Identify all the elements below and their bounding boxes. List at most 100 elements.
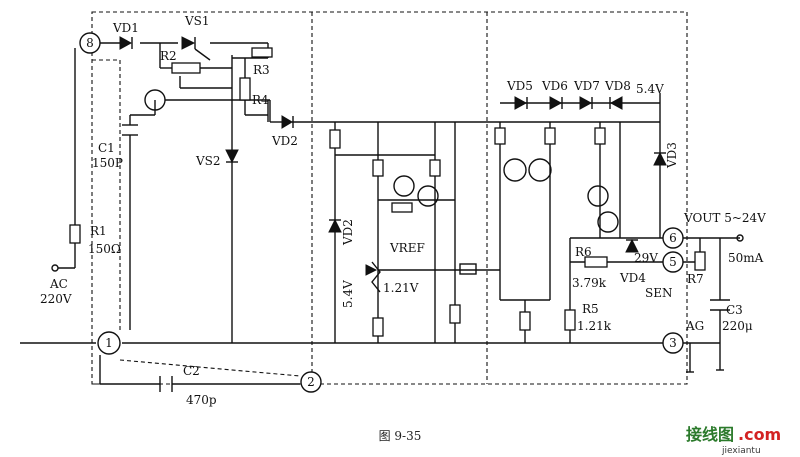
label-r1-value: 150Ω [88,242,121,256]
label-c2-value: 470p [186,393,217,407]
label-r1: R1 [90,224,107,238]
label-vout: VOUT 5~24V [683,211,766,225]
resistor-m2-f [449,304,461,324]
label-r5: R5 [582,302,599,316]
figure-caption: 图 9-35 [379,429,422,443]
label-c3: C3 [726,303,743,317]
pin-5-node [662,251,684,273]
label-ac-voltage: 220V [40,292,72,306]
resistor-m2-b [372,159,384,177]
label-ac: AC [49,277,68,291]
label-50ma: 50mA [728,251,764,265]
resistor-m3-b [544,127,556,145]
zener-vd4 [625,238,639,253]
label-c1: C1 [98,141,115,155]
label-vd2: VD2 [271,134,298,148]
watermark-cn: 接线图 [686,425,734,444]
resistor-r3 [251,47,273,58]
label-r6: R6 [575,245,592,259]
label-sen: SEN [645,286,672,300]
component-labels: VD1 VS1 R2 R3 R4 C1 150P R1 150Ω AC 220V… [40,14,766,407]
pin-8-node [79,32,101,54]
vref-arrow [365,264,378,276]
label-vd2-zener-voltage: 5.4V [341,280,355,308]
label-5v4: 5.4V [636,82,664,96]
diode-vd8 [609,96,623,110]
resistor-r2 [171,62,201,74]
label-c2: C2 [183,364,200,378]
label-vref-value: 1.21V [383,281,419,295]
resistor-r4 [239,77,251,101]
label-29v: 29V [634,251,658,265]
inner-dash-bottom [119,359,301,377]
pin-nodes: 8 1 2 3 5 6 [79,32,684,393]
diode-vd5 [514,96,528,110]
resistor-m3-d [519,311,531,331]
thyristor-vs1 [181,36,196,50]
module-outline-outer [91,11,688,385]
resistor-m3-a [494,127,506,145]
label-r2: R2 [160,49,177,63]
watermark-url: jiexiantu [721,446,761,456]
pin-6-label: 6 [669,231,677,245]
watermark-com: .com [738,425,781,444]
pin-2-label: 2 [307,375,315,389]
label-vd6: VD6 [541,79,568,93]
pin-8-label: 8 [86,36,94,50]
marks [51,89,744,373]
watermark-logo: 接线图 .com jiexiantu [686,425,781,456]
label-vd3: VD3 [665,142,679,169]
label-vd2-zener: VD2 [341,219,355,246]
output-terminal [736,234,744,242]
label-vs2: VS2 [195,154,221,168]
label-vd4: VD4 [619,271,646,285]
diode-vd2 [281,115,293,129]
label-vd5: VD5 [506,79,533,93]
vref-source [371,261,381,293]
module-boundaries [91,11,688,385]
label-ag: AG [685,319,704,333]
label-r7: R7 [687,272,704,286]
resistor-r6 [584,256,608,268]
wiring [20,42,740,385]
diode-vd6 [549,96,563,110]
label-c3-value: 220μ [722,319,753,333]
diode-vd1 [119,36,133,50]
pin-3-label: 3 [669,336,677,350]
resistor-m2-a [329,129,341,149]
label-vs1: VS1 [184,14,210,28]
resistor-r1 [69,224,81,244]
thyristor-vs2 [225,149,239,164]
label-vd1: VD1 [112,21,139,35]
resistors [69,47,706,337]
resistor-m2-c [429,159,441,177]
capacitors [122,124,730,392]
pin-1-label: 1 [105,336,113,350]
label-r4: R4 [252,93,269,107]
pin-1-node [97,331,121,355]
resistor-m2-d [391,202,413,213]
diodes [119,36,667,293]
pin-5-label: 5 [669,255,677,269]
label-c1-value: 150P [92,156,123,170]
label-vd8: VD8 [604,79,631,93]
resistor-m2-e [372,317,384,337]
label-r3: R3 [253,63,270,77]
diode-vd7 [579,96,593,110]
resistor-r7 [694,251,706,271]
resistor-m3-c [594,127,606,145]
label-vd7: VD7 [573,79,600,93]
pin-c1-node [144,89,166,111]
zener-vd3 [653,151,667,166]
label-vref: VREF [389,241,425,255]
label-r6-value: 3.79k [572,276,607,290]
pin-2-node [300,371,322,393]
pin-3-node [662,332,684,354]
zener-vd2-5v4 [328,218,342,233]
label-r5-value: 1.21k [577,319,612,333]
ac-terminal-a [51,264,59,272]
transistors [393,158,619,275]
pin-6-node [662,227,684,249]
